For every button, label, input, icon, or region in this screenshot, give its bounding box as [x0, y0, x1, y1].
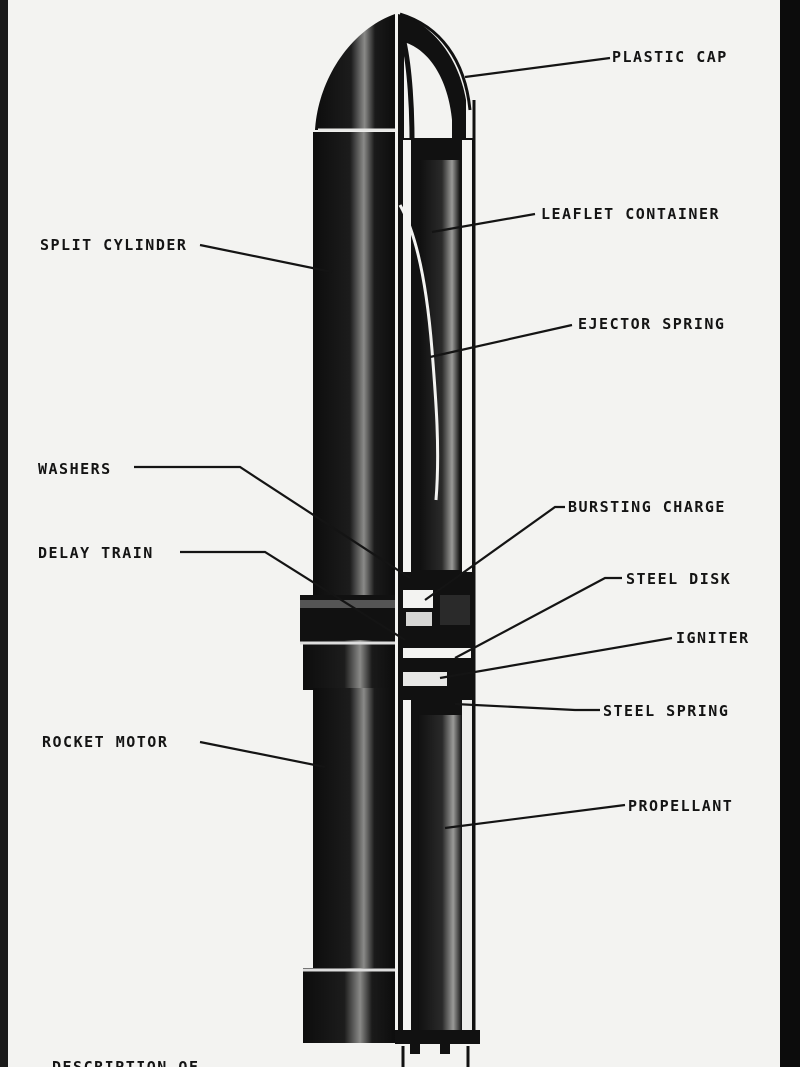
leader-ejector-spring [429, 323, 573, 359]
leader-steel-disk [454, 576, 622, 659]
rocket-motor-tube [303, 688, 395, 1043]
ejector-spring-wire [398, 204, 440, 501]
leaflet-container-cutaway [398, 100, 476, 1040]
charge-and-ignition-section [398, 578, 474, 710]
leader-bursting-charge [424, 505, 565, 601]
leader-split-cylinder [199, 243, 333, 274]
plastic-cap-cutaway [398, 12, 472, 141]
label-split-cylinder: SPLIT CYLINDER [40, 236, 187, 254]
nozzle-base [395, 1030, 480, 1067]
label-ejector-spring: EJECTOR SPRING [578, 315, 725, 333]
propellant-grain [398, 696, 474, 1036]
label-steel-spring: STEEL SPRING [603, 702, 729, 720]
split-cylinder-shell [313, 14, 395, 597]
label-plastic-cap: PLASTIC CAP [612, 48, 728, 66]
leader-rocket-motor [199, 740, 326, 769]
leader-propellant [444, 803, 626, 830]
paper-shadow-edge [780, 0, 800, 1067]
leader-igniter [439, 636, 673, 680]
label-rocket-motor: ROCKET MOTOR [42, 733, 168, 751]
label-washers: WASHERS [38, 460, 112, 478]
leader-plastic-cap [464, 56, 611, 79]
label-igniter: IGNITER [676, 629, 750, 647]
coupling-collar [300, 595, 395, 690]
label-delay-train: DELAY TRAIN [38, 544, 154, 562]
label-steel-disk: STEEL DISK [626, 570, 731, 588]
leader-leaflet-container [431, 212, 536, 234]
leader-washers [134, 465, 411, 579]
label-leaflet-container: LEAFLET CONTAINER [541, 205, 720, 223]
leader-delay-train [180, 550, 406, 641]
label-propellant: PROPELLANT [628, 797, 733, 815]
label-bursting-charge: BURSTING CHARGE [568, 498, 726, 516]
bottom-caption: DESCRIPTION OF [52, 1058, 199, 1067]
leader-steel-spring [454, 702, 600, 712]
